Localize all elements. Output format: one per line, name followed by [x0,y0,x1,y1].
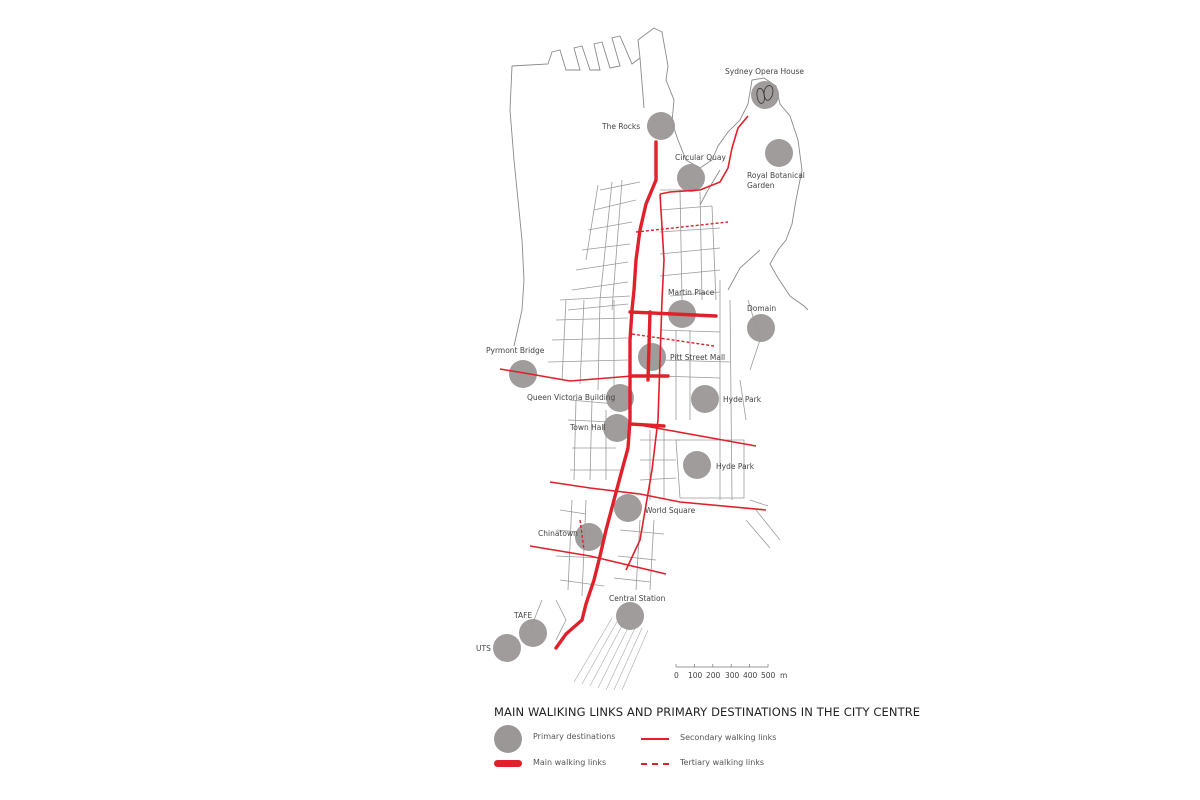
scale-tick-200: 200 [706,671,721,680]
label-tafe: TAFE [513,611,532,620]
label-uts: UTS [476,644,491,653]
opera-house-sails [756,85,774,104]
label-chinatown: Chinatown [538,529,578,538]
label-the-rocks: The Rocks [601,122,640,131]
destination-labels: Sydney Opera House The Rocks Circular Qu… [476,67,805,653]
label-martin-place: Martin Place [668,288,715,297]
scale-tick-500: 500 [761,671,776,680]
legend-main-link-swatch [494,760,522,767]
label-hyde-park-north: Hyde Park [723,395,762,404]
scale-tick-100: 100 [688,671,703,680]
legend-tertiary-link-swatch [641,763,669,765]
legend-destination-swatch [494,725,522,753]
label-pitt-street-mall: Pitt Street Mall [670,353,725,362]
map-title: MAIN WALIKING LINKS AND PRIMARY DESTINAT… [494,705,921,719]
scale-tick-0: 0 [674,671,679,680]
label-hyde-park-south: Hyde Park [716,462,755,471]
label-pyrmont-bridge: Pyrmont Bridge [486,346,545,355]
destination-markers [493,81,793,662]
tertiary-walking-links [579,221,729,551]
scale-bar: 0 100 200 300 400 500 m [674,664,787,680]
label-world-square: World Square [645,506,696,515]
scale-tick-400: 400 [743,671,758,680]
legend-secondary-link-swatch [641,738,669,740]
railway-tracks [573,617,649,691]
scale-tick-300: 300 [725,671,740,680]
legend-main-walking-links: Main walking links [533,758,607,767]
label-queen-victoria-building: Queen Victoria Building [527,393,616,402]
label-domain: Domain [747,304,776,313]
legend-tertiary-walking-links: Tertiary walking links [680,758,765,767]
label-sydney-opera-house: Sydney Opera House [725,67,804,76]
legend-primary-destinations: Primary destinations [533,732,616,741]
label-town-hall: Town Hall [569,423,606,432]
legend-secondary-walking-links: Secondary walking links [680,733,777,742]
label-circular-quay: Circular Quay [675,153,727,162]
street-blocks [529,179,781,641]
label-central-station: Central Station [609,594,666,603]
secondary-walking-links [499,115,767,575]
scale-unit: m [780,671,787,680]
main-walking-links [554,140,718,650]
